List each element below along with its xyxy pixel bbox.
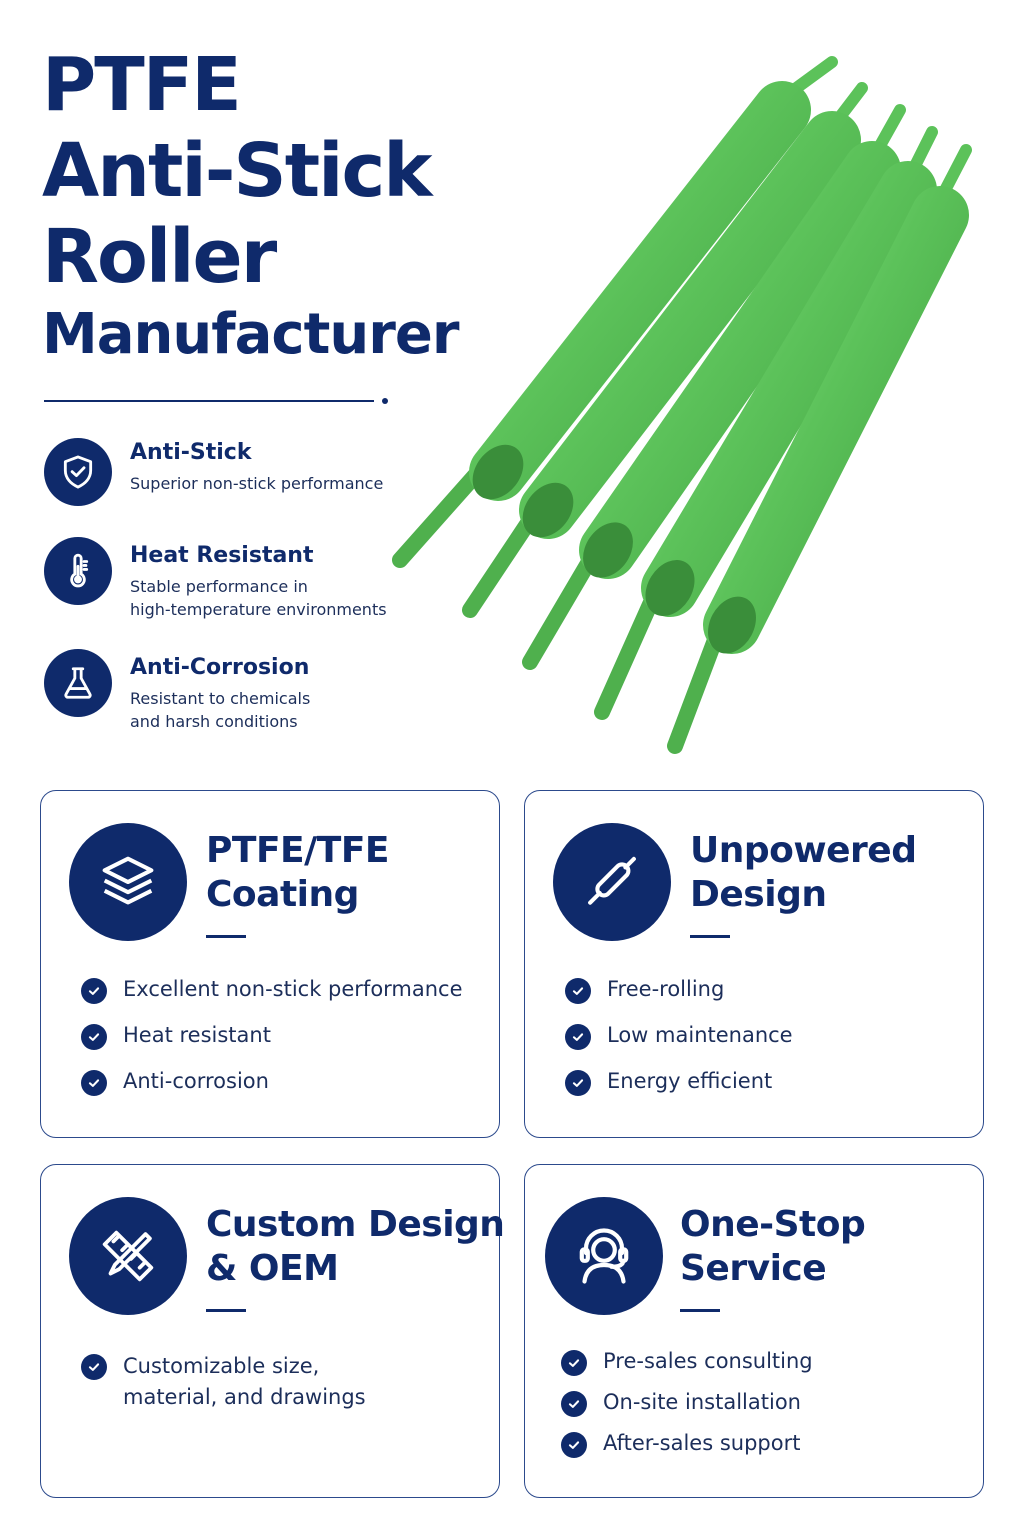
feature-desc-line: Stable performance in [130,577,308,596]
checklist-item: Heat resistant [81,1023,463,1050]
feature-desc: Resistant to chemicals and harsh conditi… [130,687,460,733]
card-title-underline [206,1309,246,1312]
feature-title: Anti-Corrosion [130,655,310,680]
roller-icon [553,823,671,941]
feature-desc-line: and harsh conditions [130,712,298,731]
feature-desc-line: high-temperature environments [130,600,387,619]
feature-desc: Stable performance in high-temperature e… [130,575,460,621]
check-circle-icon [565,978,591,1004]
checklist-item: Anti-corrosion [81,1069,463,1096]
card-title-line: Design [690,874,827,915]
title-divider-dot [382,398,388,404]
card-custom-design-oem: Custom Design & OEM Customizable size, ma… [40,1164,505,1498]
check-circle-icon [565,1024,591,1050]
pencil-ruler-icon [69,1197,187,1315]
feature-desc: Superior non-stick performance [130,474,384,493]
checklist-text: Anti-corrosion [123,1069,269,1093]
checklist-text-line: Customizable size, [123,1354,320,1378]
card-title-line: & OEM [206,1248,339,1289]
checklist-text: After-sales support [603,1431,801,1455]
checklist-text: Energy efficient [607,1069,773,1093]
card-title-line: Unpowered [690,830,917,871]
card-one-stop-service: One-Stop Service Pre-sales consulting On… [524,1164,984,1498]
layers-icon [69,823,187,941]
checklist-text: Low maintenance [607,1023,793,1047]
shield-check-icon [44,438,112,506]
card-title: PTFE/TFE Coating [206,829,390,917]
feature-title: Heat Resistant [130,543,314,568]
feature-title: Anti-Stick [130,440,252,465]
card-title-line: Custom Design [206,1204,505,1245]
card-checklist: Free-rolling Low maintenance Energy effi… [565,977,793,1096]
title-line-ptfe: PTFE [42,42,242,128]
card-title-line: One-Stop [680,1204,866,1245]
check-circle-icon [81,978,107,1004]
card-title: Custom Design & OEM [206,1203,505,1291]
card-title-underline [206,935,246,938]
card-checklist: Customizable size, material, and drawings [81,1351,366,1413]
card-title-underline [680,1309,720,1312]
card-checklist: Excellent non-stick performance Heat res… [81,977,463,1096]
thermometer-icon [44,537,112,605]
check-circle-icon [561,1391,587,1417]
check-circle-icon [81,1070,107,1096]
check-circle-icon [565,1070,591,1096]
card-unpowered-design: Unpowered Design Free-rolling Low mainte… [524,790,984,1138]
card-title: One-Stop Service [680,1203,866,1291]
ptfe-rollers-image [392,56,972,754]
checklist-text-line: material, and drawings [123,1385,366,1409]
checklist-text: Heat resistant [123,1023,271,1047]
card-checklist: Pre-sales consulting On-site installatio… [561,1349,813,1458]
title-line-roller: Roller [42,214,277,300]
check-circle-icon [561,1350,587,1376]
card-title: Unpowered Design [690,829,917,917]
checklist-text: Free-rolling [607,977,725,1001]
title-line-manufacturer: Manufacturer [42,302,459,367]
card-title-line: Coating [206,874,359,915]
check-circle-icon [81,1024,107,1050]
checklist-item: Energy efficient [565,1069,793,1096]
checklist-text: Excellent non-stick performance [123,977,463,1001]
feature-desc-line: Resistant to chemicals [130,689,311,708]
checklist-text: On-site installation [603,1390,801,1414]
checklist-item: Pre-sales consulting [561,1349,813,1376]
check-circle-icon [561,1432,587,1458]
checklist-item: Customizable size, material, and drawings [81,1351,366,1413]
card-title-line: Service [680,1248,827,1289]
checklist-item: After-sales support [561,1431,813,1458]
title-line-anti-stick: Anti-Stick [42,128,433,214]
card-ptfe-coating: PTFE/TFE Coating Excellent non-stick per… [40,790,500,1138]
headset-icon [545,1197,663,1315]
checklist-text: Pre-sales consulting [603,1349,813,1373]
check-circle-icon [81,1354,107,1380]
checklist-item: Excellent non-stick performance [81,977,463,1004]
checklist-item: On-site installation [561,1390,813,1417]
card-title-underline [690,935,730,938]
page-title: PTFE Anti-Stick Roller Manufacturer [42,42,502,370]
card-title-line: PTFE/TFE [206,830,390,871]
flask-icon [44,649,112,717]
title-divider [44,400,374,402]
checklist-item: Low maintenance [565,1023,793,1050]
checklist-item: Free-rolling [565,977,793,1004]
